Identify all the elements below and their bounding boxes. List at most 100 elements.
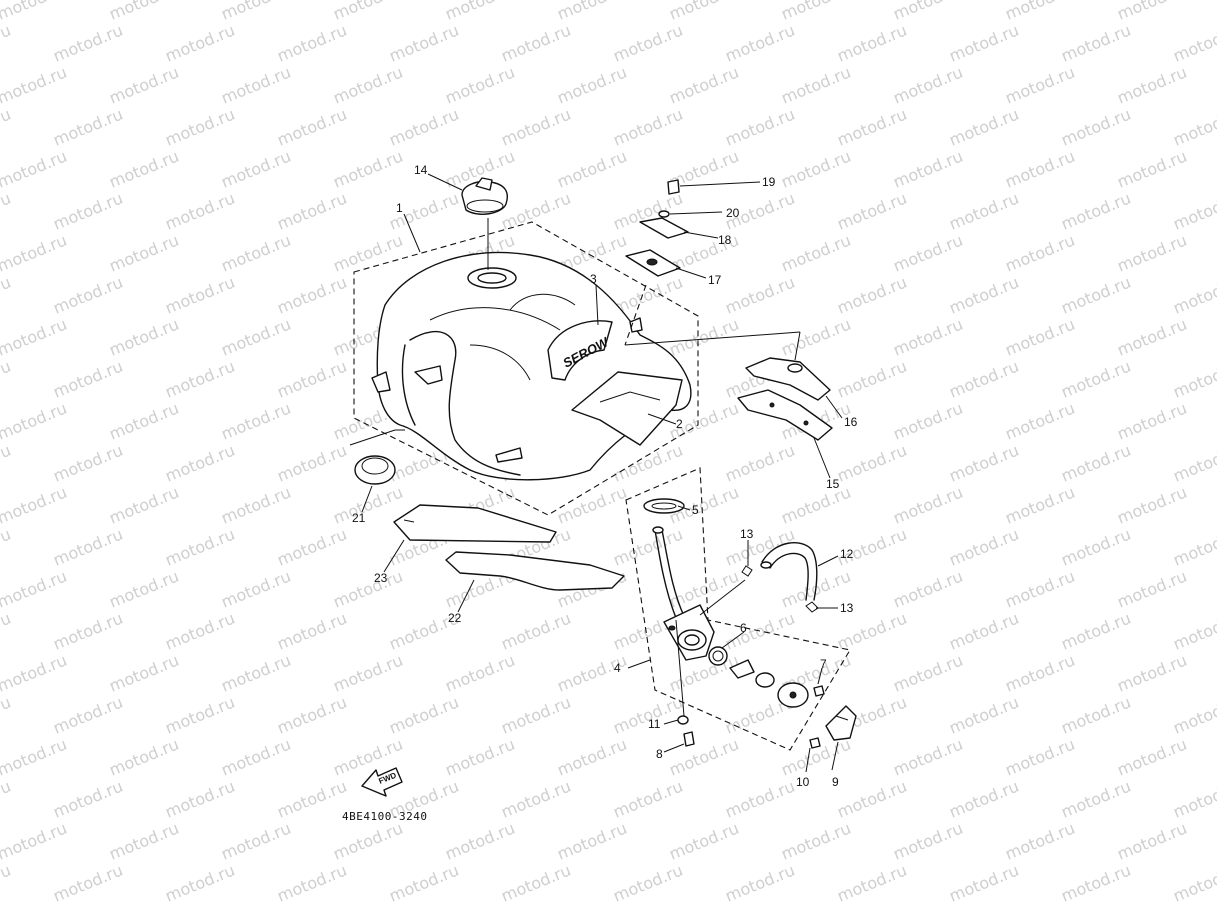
watermark-text: motod.ru bbox=[1114, 735, 1189, 780]
watermark-text: motod.ru bbox=[106, 231, 181, 276]
callout-labels: 1 2 3 4 5 6 7 8 9 10 11 12 13 13 14 15 1… bbox=[352, 163, 858, 789]
watermark-text: motod.ru bbox=[610, 21, 685, 66]
watermark-text: motod.ru bbox=[890, 651, 965, 696]
watermark-text: motod.ru bbox=[722, 21, 797, 66]
watermark-text: motod.ru bbox=[0, 693, 14, 738]
watermark-text: motod.ru bbox=[106, 651, 181, 696]
watermark-text: motod.ru bbox=[946, 189, 1021, 234]
watermark-text: motod.ru bbox=[498, 609, 573, 654]
callout-8: 8 bbox=[656, 747, 663, 761]
watermark-text: motod.ru bbox=[1114, 315, 1189, 360]
watermark-text: motod.ru bbox=[834, 777, 909, 822]
watermark-text: motod.ru bbox=[498, 105, 573, 150]
callout-16: 16 bbox=[844, 415, 858, 429]
watermark-text: motod.ru bbox=[890, 147, 965, 192]
watermark-text: motod.ru bbox=[218, 651, 293, 696]
watermark-text: motod.ru bbox=[554, 819, 629, 864]
watermark-text: motod.ru bbox=[162, 777, 237, 822]
watermark-text: motod.ru bbox=[1002, 63, 1077, 108]
watermark-text: motod.ru bbox=[1058, 189, 1133, 234]
watermark-text: motod.ru bbox=[0, 189, 14, 234]
callout-1: 1 bbox=[396, 201, 403, 215]
watermark-text: motod.ru bbox=[218, 315, 293, 360]
callout-19: 19 bbox=[762, 175, 776, 189]
watermark-text: motod.ru bbox=[162, 441, 237, 486]
watermark-text: motod.ru bbox=[834, 189, 909, 234]
callout-6: 6 bbox=[740, 621, 747, 635]
watermark-text: motod.ru bbox=[1002, 315, 1077, 360]
watermark-text: motod.ru bbox=[274, 273, 349, 318]
watermark-text: motod.ru bbox=[218, 231, 293, 276]
watermark-text: motod.ru bbox=[330, 63, 405, 108]
watermark-text: motod.ru bbox=[162, 189, 237, 234]
watermark-text: motod.ru bbox=[1058, 861, 1133, 906]
watermark-text: motod.ru bbox=[778, 63, 853, 108]
watermark-text: motod.ru bbox=[50, 693, 125, 738]
callout-7: 7 bbox=[820, 657, 827, 671]
watermark-text: motod.ru bbox=[498, 189, 573, 234]
watermark-text: motod.ru bbox=[1114, 147, 1189, 192]
watermark-text: motod.ru bbox=[722, 273, 797, 318]
watermark-text: motod.ru bbox=[0, 357, 14, 402]
watermark-text: motod.ru bbox=[722, 441, 797, 486]
watermark-text: motod.ru bbox=[1002, 567, 1077, 612]
watermark-text: motod.ru bbox=[386, 21, 461, 66]
watermark-text: motod.ru bbox=[50, 441, 125, 486]
watermark-text: motod.ru bbox=[50, 273, 125, 318]
watermark-text: motod.ru bbox=[834, 609, 909, 654]
watermark-text: motod.ru bbox=[1058, 105, 1133, 150]
watermark-text: motod.ru bbox=[1114, 399, 1189, 444]
watermark-text: motod.ru bbox=[1170, 525, 1217, 570]
watermark-text: motod.ru bbox=[106, 315, 181, 360]
watermark-text: motod.ru bbox=[0, 21, 14, 66]
watermark-text: motod.ru bbox=[330, 147, 405, 192]
watermark-text: motod.ru bbox=[834, 273, 909, 318]
fuel-cap bbox=[461, 177, 508, 270]
watermark-text: motod.ru bbox=[162, 21, 237, 66]
watermark-text: motod.ru bbox=[1058, 21, 1133, 66]
watermark-text: motod.ru bbox=[1170, 189, 1217, 234]
watermark-text: motod.ru bbox=[1114, 483, 1189, 528]
watermark-text: motod.ru bbox=[218, 567, 293, 612]
watermark-text: motod.ru bbox=[722, 105, 797, 150]
watermark-text: motod.ru bbox=[946, 441, 1021, 486]
watermark-text: motod.ru bbox=[274, 609, 349, 654]
watermark-text: motod.ru bbox=[0, 147, 70, 192]
callout-9: 9 bbox=[832, 775, 839, 789]
leader-lines bbox=[361, 173, 843, 773]
watermark-text: motod.ru bbox=[274, 21, 349, 66]
watermark-text: motod.ru bbox=[50, 777, 125, 822]
watermark-text: motod.ru bbox=[890, 315, 965, 360]
watermark-text: motod.ru bbox=[1002, 231, 1077, 276]
watermark-text: motod.ru bbox=[778, 315, 853, 360]
watermark-text: motod.ru bbox=[778, 483, 853, 528]
watermark-text: motod.ru bbox=[1058, 693, 1133, 738]
watermark-text: motod.ru bbox=[1170, 693, 1217, 738]
callout-12: 12 bbox=[840, 547, 854, 561]
watermark-text: motod.ru bbox=[1114, 567, 1189, 612]
watermark-text: motod.ru bbox=[946, 693, 1021, 738]
watermark-text: motod.ru bbox=[778, 819, 853, 864]
side-bracket-15 bbox=[737, 389, 833, 441]
callout-20: 20 bbox=[726, 206, 740, 220]
watermark-text: motod.ru bbox=[946, 273, 1021, 318]
callout-13-bottom: 13 bbox=[840, 601, 854, 615]
watermark-text: motod.ru bbox=[890, 819, 965, 864]
watermark-text: motod.ru bbox=[666, 819, 741, 864]
watermark-text: motod.ru bbox=[0, 315, 70, 360]
callout-3: 3 bbox=[590, 272, 597, 286]
watermark-text: motod.ru bbox=[1002, 735, 1077, 780]
watermark-text: motod.ru bbox=[106, 819, 181, 864]
watermark-text: motod.ru bbox=[0, 105, 14, 150]
watermark-text: motod.ru bbox=[890, 735, 965, 780]
watermark-text: motod.ru bbox=[50, 357, 125, 402]
callout-22: 22 bbox=[448, 611, 462, 625]
watermark-text: motod.ru bbox=[0, 735, 70, 780]
watermark-text: motod.ru bbox=[218, 819, 293, 864]
watermark-text: motod.ru bbox=[274, 861, 349, 906]
callout-15: 15 bbox=[826, 477, 840, 491]
watermark-text: motod.ru bbox=[0, 651, 70, 696]
callout-5: 5 bbox=[692, 503, 699, 517]
